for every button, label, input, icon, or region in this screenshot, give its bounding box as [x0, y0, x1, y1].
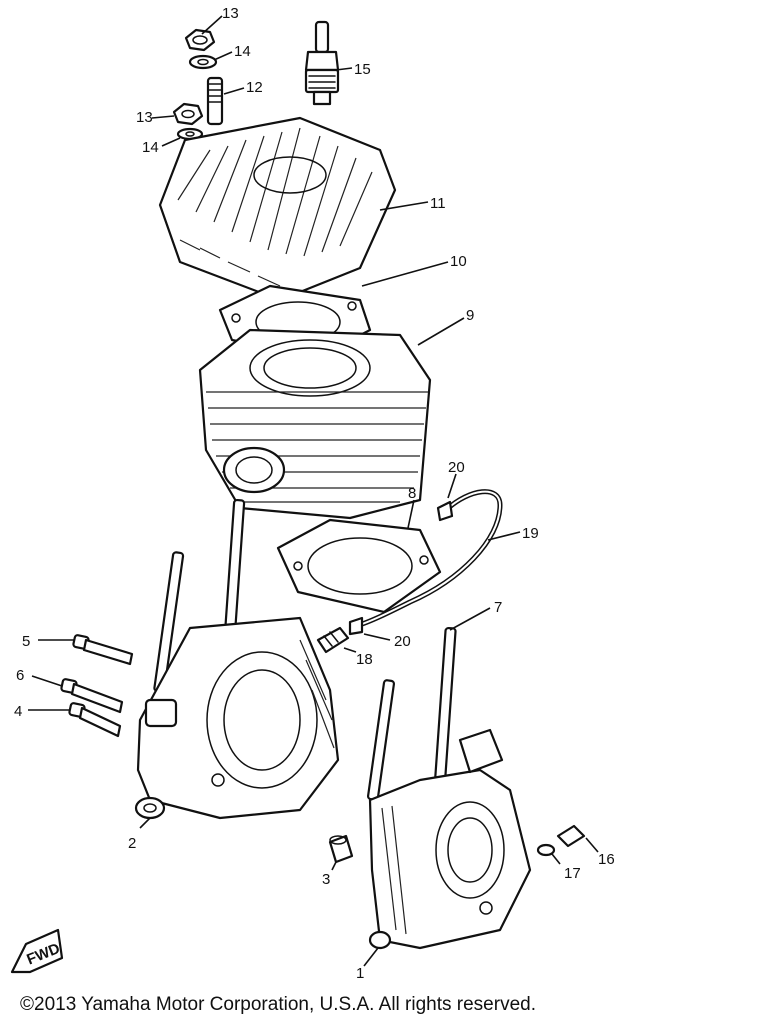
bolt-6: [60, 678, 124, 714]
callout-20-upper: 20: [448, 459, 465, 476]
callout-14-side: 14: [142, 139, 159, 156]
callout-13-top: 13: [222, 5, 239, 22]
hose-fitting: [316, 626, 350, 654]
dowel-pin: [328, 834, 354, 864]
hose-clip-upper: [436, 500, 454, 522]
callout-12: 12: [246, 79, 263, 96]
breather-hose-inner: [355, 490, 502, 627]
callout-2: 2: [128, 835, 136, 852]
bolt-4: [68, 702, 122, 738]
fwd-direction-icon: FWD: [10, 928, 64, 974]
head-stud: [206, 76, 224, 126]
washer-top: [188, 54, 218, 70]
base-gasket: [276, 518, 442, 614]
callout-4: 4: [14, 703, 22, 720]
screw-washer: [536, 843, 556, 857]
callout-17: 17: [564, 865, 581, 882]
callout-16: 16: [598, 851, 615, 868]
spark-plug: [304, 20, 340, 106]
head-nut-side: [172, 102, 204, 126]
right-crankcase: [366, 626, 532, 950]
callout-6: 6: [16, 667, 24, 684]
callout-11: 11: [430, 195, 446, 212]
drain-screw: [556, 824, 586, 848]
copyright-notice: ©2013 Yamaha Motor Corporation, U.S.A. A…: [20, 994, 536, 1015]
bolt-5: [72, 634, 134, 666]
left-crankcase: [134, 498, 340, 820]
callout-7: 7: [494, 599, 502, 616]
leader-lines: [28, 15, 599, 967]
callout-18: 18: [356, 651, 373, 668]
callout-8: 8: [408, 485, 416, 502]
callout-20-lower: 20: [394, 633, 411, 650]
callout-3: 3: [322, 871, 330, 888]
head-nut-top: [184, 28, 216, 52]
callout-9: 9: [466, 307, 474, 324]
callout-13-side: 13: [136, 109, 153, 126]
callout-1: 1: [356, 965, 364, 982]
callout-19: 19: [522, 525, 539, 542]
exploded-parts-diagram: FWD 1 2 3 4 5 6 7 8 9 10: [10, 5, 615, 982]
callout-14-top: 14: [234, 43, 251, 60]
callout-labels: 1 2 3 4 5 6 7 8 9 10 11 12 13 13 14 14 1…: [14, 5, 615, 982]
callout-5: 5: [22, 633, 30, 650]
cylinder-head: [158, 116, 397, 302]
callout-15: 15: [354, 61, 371, 78]
cylinder: [198, 328, 432, 520]
callout-10: 10: [450, 253, 467, 270]
hose-clip-lower: [348, 616, 364, 636]
